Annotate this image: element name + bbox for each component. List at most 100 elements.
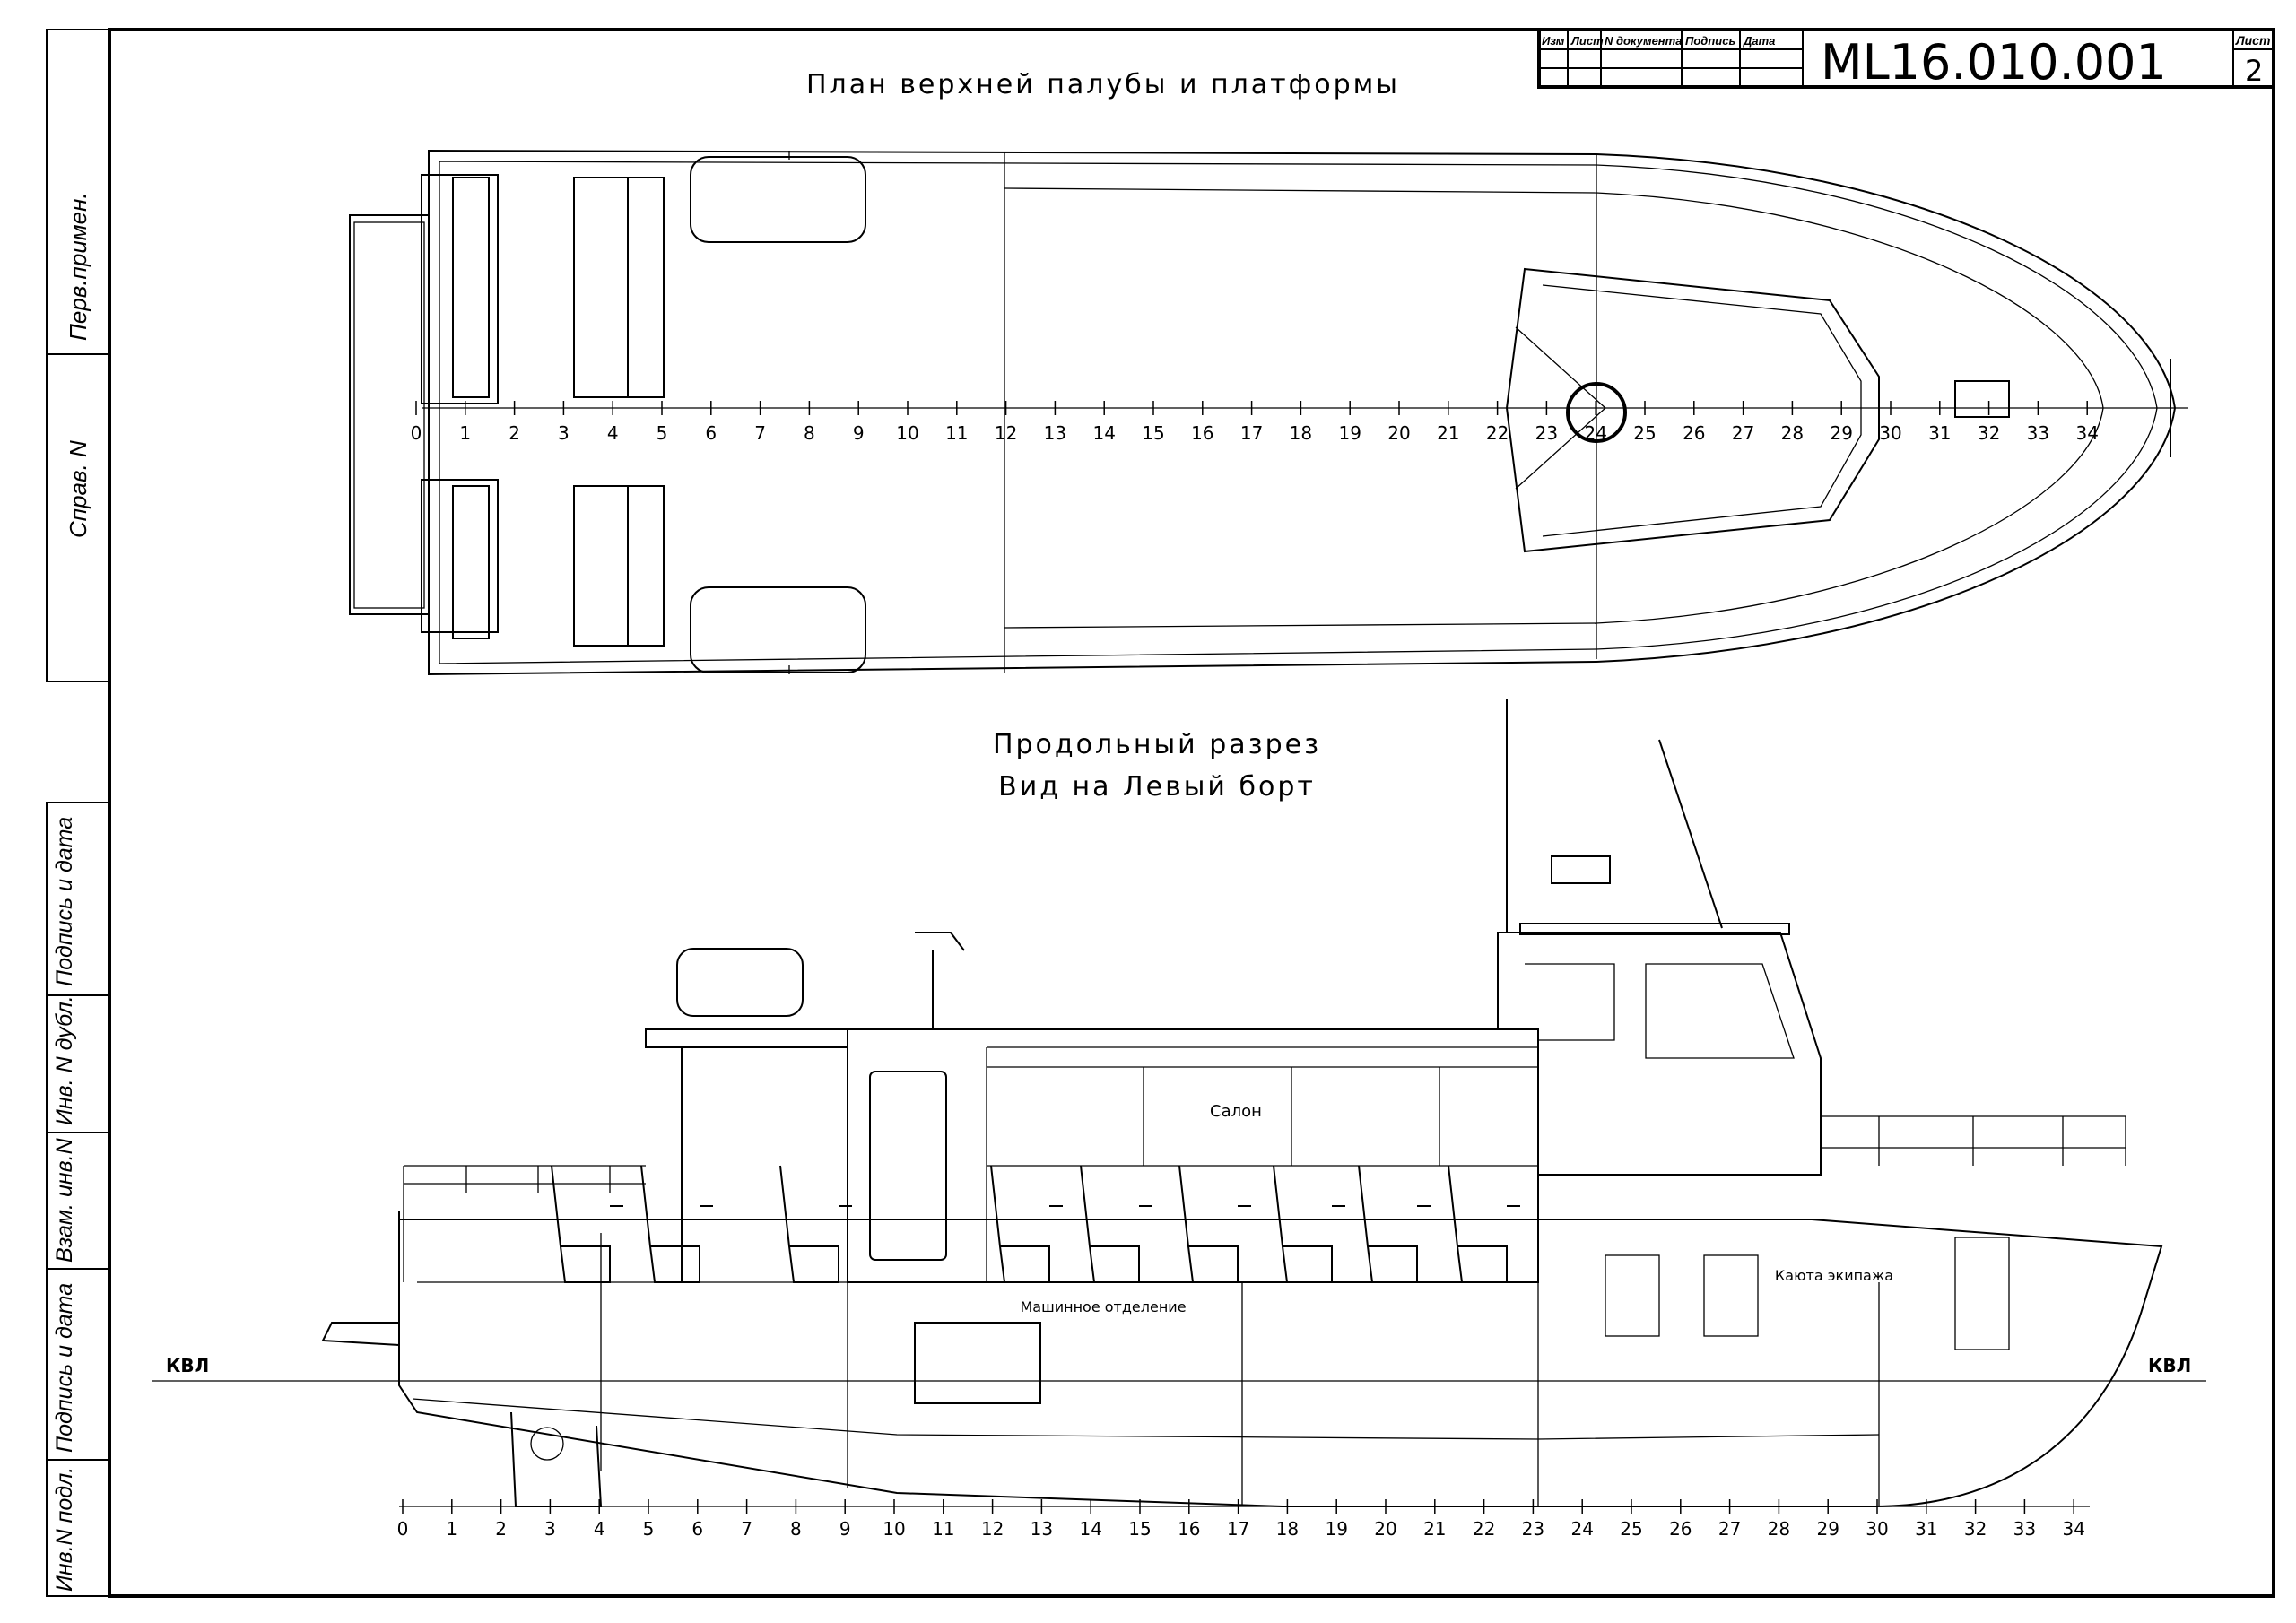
wheelhouse-plan	[1505, 267, 1880, 553]
frame-number: 11	[945, 422, 968, 444]
stamp-signature-date-1: Подпись и дата	[52, 817, 77, 986]
seat	[640, 1165, 713, 1283]
frame-number: 6	[705, 422, 717, 444]
document-number: ML16.010.001	[1821, 34, 2167, 91]
seat	[1178, 1165, 1251, 1283]
mast-base-plan	[1566, 382, 1627, 443]
frame-number: 29	[1830, 422, 1852, 444]
frame-number: 27	[1732, 422, 1754, 444]
label-salon: Салон	[1210, 1102, 1262, 1121]
section-view-title-1: Продольный разрез	[993, 729, 1321, 760]
frame-number: 33	[2027, 422, 2049, 444]
frame-number: 28	[1781, 422, 1804, 444]
frame-number: 2	[495, 1518, 507, 1540]
stamp-signature-date-2: Подпись и дата	[52, 1283, 77, 1453]
frame-number: 28	[1768, 1518, 1790, 1540]
frame-number: 26	[1669, 1518, 1692, 1540]
frame-number: 23	[1522, 1518, 1544, 1540]
frame-number: 11	[932, 1518, 954, 1540]
frame-number: 22	[1473, 1518, 1495, 1540]
seat	[551, 1165, 623, 1283]
frame-number: 4	[607, 422, 619, 444]
frame-number: 23	[1535, 422, 1558, 444]
frame-number: 19	[1338, 422, 1361, 444]
stamp-dup-inventory: Инв. N дубл.	[52, 995, 77, 1125]
frame-number: 20	[1374, 1518, 1396, 1540]
frame-number: 26	[1683, 422, 1705, 444]
propeller-icon	[530, 1427, 564, 1461]
frame-number: 3	[544, 1518, 556, 1540]
frame-number: 7	[754, 422, 766, 444]
frame-number: 16	[1191, 422, 1213, 444]
wheelhouse-side	[1497, 932, 1822, 1176]
life-raft-side	[676, 948, 804, 1017]
label-crew-cabin: Каюта экипажа	[1775, 1267, 1893, 1284]
col-date: Дата	[1743, 34, 1775, 48]
seat	[990, 1165, 1063, 1283]
frame-number: 34	[2075, 422, 2098, 444]
frame-number: 20	[1387, 422, 1410, 444]
frame-number: 10	[883, 1518, 905, 1540]
seat	[1358, 1165, 1431, 1283]
seat	[1080, 1165, 1152, 1283]
frame-number: 24	[1570, 1518, 1593, 1540]
title-block: Изм Лист N документа Подпись Дата ML16.0…	[1537, 28, 2275, 91]
frame-number: 32	[1978, 422, 2000, 444]
frame-number: 1	[446, 1518, 457, 1540]
frame-number: 30	[1879, 422, 1901, 444]
stamp-ref-number: Справ. N	[65, 440, 91, 538]
frame-number: 31	[1915, 1518, 1937, 1540]
windlass-plan	[1954, 380, 2010, 418]
frame-number: 0	[397, 1518, 409, 1540]
frame-number: 3	[558, 422, 570, 444]
frame-number: 25	[1633, 422, 1656, 444]
side-stamp-bottom: Подпись и дата Инв. N дубл. Взам. инв.N …	[46, 802, 110, 1597]
frame-number: 17	[1227, 1518, 1249, 1540]
frame-number: 22	[1486, 422, 1509, 444]
frame-number: 21	[1437, 422, 1459, 444]
stamp-first-use: Перв.примен.	[65, 192, 91, 341]
frame-number: 18	[1290, 422, 1312, 444]
seat	[779, 1165, 852, 1283]
seat	[1273, 1165, 1345, 1283]
col-sheet: Лист	[1570, 34, 1604, 48]
sheet-number: 2	[2245, 54, 2263, 88]
plan-view-title: План верхней палубы и платформы	[806, 69, 1400, 100]
stamp-original-inventory: Инв.N подл.	[52, 1467, 77, 1592]
frame-number: 5	[657, 422, 668, 444]
life-raft-port	[690, 586, 866, 673]
frame-number: 4	[594, 1518, 605, 1540]
radar	[1551, 855, 1611, 884]
frame-number: 15	[1142, 422, 1164, 444]
frame-number: 9	[839, 1518, 851, 1540]
col-change: Изм	[1542, 34, 1565, 48]
frame-number: 15	[1128, 1518, 1151, 1540]
sheet-border	[108, 28, 2275, 1598]
frame-number: 13	[1044, 422, 1066, 444]
waterline-label-aft: КВЛ	[166, 1355, 209, 1376]
frame-number: 34	[2062, 1518, 2084, 1540]
frame-number: 6	[691, 1518, 703, 1540]
salon-door	[869, 1071, 947, 1261]
frame-number: 10	[896, 422, 918, 444]
frame-number: 25	[1620, 1518, 1642, 1540]
side-stamp-top: Перв.примен. Справ. N	[46, 29, 110, 682]
engine	[914, 1322, 1041, 1404]
frame-number: 18	[1276, 1518, 1299, 1540]
frame-number: 2	[509, 422, 520, 444]
section-view: КВЛ КВЛ Салон Машинное отделение Каюта э…	[152, 699, 2206, 1540]
section-view-title-2: Вид на Левый борт	[998, 771, 1316, 803]
frame-number: 9	[853, 422, 865, 444]
swim-platform-plan	[349, 214, 429, 615]
frame-number: 17	[1240, 422, 1263, 444]
frame-number: 19	[1325, 1518, 1347, 1540]
hull-outline-side	[398, 1211, 2163, 1507]
frame-number: 13	[1031, 1518, 1053, 1540]
frame-number: 0	[411, 422, 422, 444]
frame-number: 30	[1866, 1518, 1888, 1540]
frame-number: 33	[2013, 1518, 2036, 1540]
frame-number: 21	[1423, 1518, 1446, 1540]
